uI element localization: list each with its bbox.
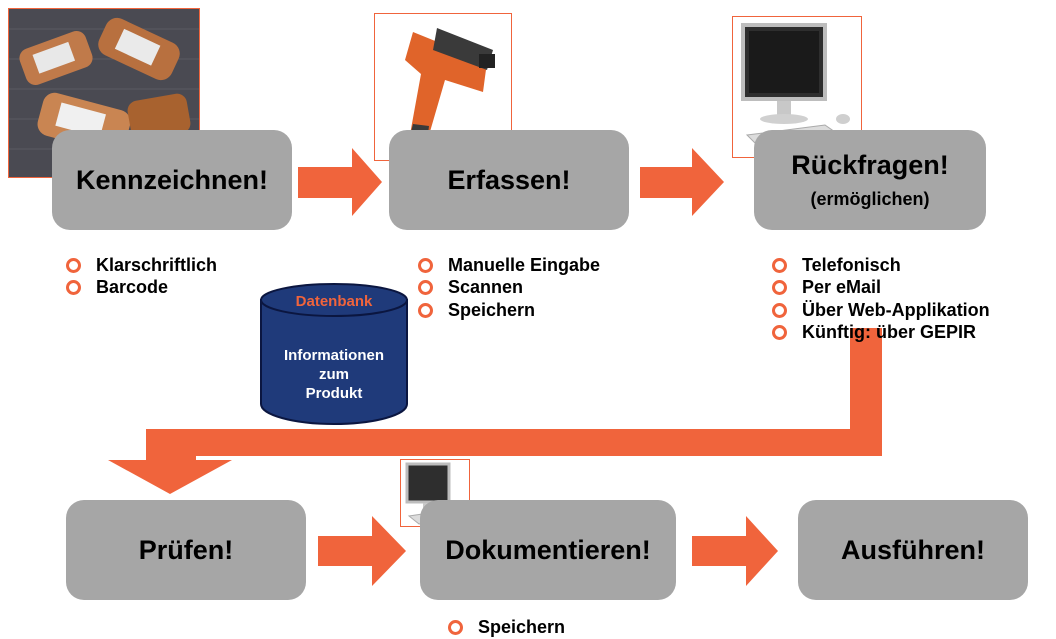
list-item-label: Künftig: über GEPIR [802,322,976,343]
database-line-1: Informationen [284,347,384,364]
list-item-label: Barcode [96,277,169,298]
list-item-label: Speichern [448,299,536,320]
bullet-icon [772,325,787,341]
list-erfassen: Manuelle Eingabe Scannen Speichern [418,254,600,322]
step-pruefen: Prüfen! [66,500,306,600]
list-dokumentieren: Speichern [448,616,565,639]
list-item: Per eMail [772,277,990,300]
step-dokumentieren: Dokumentieren! [420,500,676,600]
list-item: Über Web-Applikation [772,299,990,322]
step-rueckfragen-title: Rückfragen! [791,150,949,180]
database-line-3: Produkt [306,385,363,402]
list-item: Manuelle Eingabe [418,254,600,277]
list-item-label: Klarschriftlich [96,254,218,275]
list-item: Speichern [418,299,600,322]
arrow-pruefen-to-dokumentieren [318,516,406,586]
list-item-label: Telefonisch [802,254,901,275]
list-rueckfragen: Telefonisch Per eMail Über Web-Applikati… [772,254,990,344]
step-pruefen-title: Prüfen! [138,534,234,565]
step-kennzeichnen-title: Kennzeichnen! [75,164,269,195]
step-kennzeichnen: Kennzeichnen! [52,130,292,230]
step-rueckfragen: Rückfragen! (ermöglichen) [754,130,986,230]
step-ausfuehren: Ausführen! [798,500,1028,600]
bullet-icon [418,302,433,318]
bullet-icon [772,280,787,296]
arrow-kennzeichnen-to-erfassen [298,148,382,216]
list-item: Telefonisch [772,254,990,277]
arrow-dokumentieren-to-ausfuehren [692,516,778,586]
list-item: Speichern [448,616,565,639]
step-rueckfragen-subtitle: (ermöglichen) [810,189,930,209]
arrow-erfassen-to-rueckfragen [640,148,724,216]
list-item: Scannen [418,277,600,300]
step-dokumentieren-title: Dokumentieren! [445,534,651,565]
list-item-label: Per eMail [802,277,882,298]
list-item: Klarschriftlich [66,254,217,277]
list-item-label: Scannen [448,277,524,298]
database-label: Datenbank [296,293,373,310]
list-item-label: Manuelle Eingabe [448,254,601,275]
step-erfassen: Erfassen! [389,130,629,230]
database-line-2: zum [319,366,349,383]
bullet-icon [448,619,463,635]
bullet-icon [418,257,433,273]
step-ausfuehren-title: Ausführen! [841,534,985,565]
bullet-icon [772,257,787,273]
bullet-icon [66,280,81,296]
arrow-rueckfragen-to-pruefen [108,328,882,494]
list-item-label: Über Web-Applikation [802,299,990,320]
bullet-icon [66,257,81,273]
bullet-icon [772,302,787,318]
list-item-label: Speichern [478,616,566,637]
list-item: Barcode [66,277,217,300]
list-kennzeichnen: Klarschriftlich Barcode [66,254,217,299]
step-erfassen-title: Erfassen! [447,164,571,195]
database-cylinder: Datenbank Informationen zum Produkt [260,283,408,425]
bullet-icon [418,280,433,296]
list-item: Künftig: über GEPIR [772,322,990,345]
